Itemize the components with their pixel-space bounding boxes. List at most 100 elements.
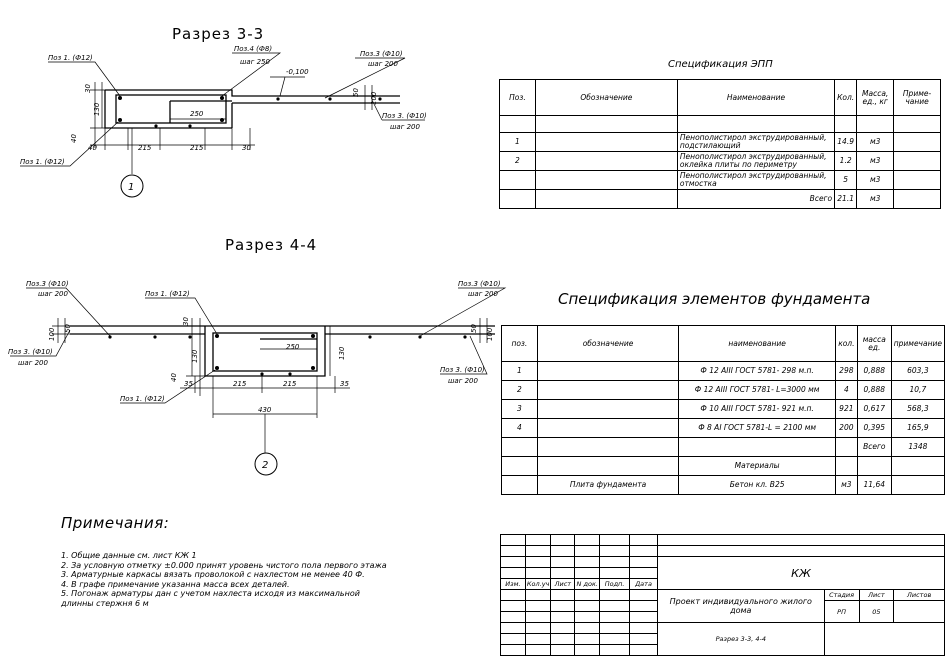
cell bbox=[890, 456, 945, 476]
cell bbox=[893, 151, 941, 171]
spec-epp-table: Поз. Обозначение Наименование Кол. Масса… bbox=[499, 79, 941, 209]
stamp-col: Кол.уч bbox=[524, 578, 552, 590]
label-poz3-right2-step: шаг 200 bbox=[448, 377, 479, 385]
cell bbox=[534, 170, 678, 190]
cell: Бетон кл. В25 bbox=[678, 475, 836, 495]
dim-130: 130 bbox=[93, 102, 101, 116]
cell bbox=[534, 132, 678, 152]
cell bbox=[499, 189, 536, 209]
dim-50-4-4: 50 bbox=[64, 324, 72, 333]
cell: 200 bbox=[834, 418, 858, 438]
callout-2: 2 bbox=[262, 460, 268, 471]
dim-100-4-4: 100 bbox=[48, 327, 56, 341]
cell: Ф 10 AIII ГОСТ 5781- 921 м.п. bbox=[678, 399, 836, 419]
spec-epp-empty-row bbox=[499, 115, 941, 133]
label-level: -0,100 bbox=[286, 68, 309, 76]
stamp-sheet-label: Лист bbox=[858, 589, 895, 601]
dim-250: 250 bbox=[190, 110, 204, 118]
cell bbox=[856, 456, 892, 476]
dim-30b: 30 bbox=[242, 144, 251, 152]
stamp-sheets-label: Листов bbox=[893, 589, 945, 601]
cell: Ф 12 AIII ГОСТ 5781- L=3000 мм bbox=[678, 380, 836, 400]
dim-130-right: 130 bbox=[338, 346, 346, 360]
stamp-drawing: Разрез 3-3, 4-4 bbox=[656, 622, 825, 656]
cell bbox=[536, 361, 680, 381]
cell bbox=[501, 475, 538, 495]
stamp-stage-label: Стадия bbox=[823, 589, 860, 601]
spec-found-title: Спецификация элементов фундамента bbox=[558, 290, 871, 308]
cell: 0,888 bbox=[856, 361, 892, 381]
rebar-dots-4-4 bbox=[108, 334, 467, 376]
spec-epp-h2: Наименование bbox=[676, 79, 836, 116]
dim-40-4-4: 40 bbox=[170, 373, 178, 382]
cell: Пенополистирол экструдированный, отмостк… bbox=[676, 170, 836, 190]
label-poz4: Поз.4 (Ф8) bbox=[234, 45, 272, 53]
table-row: 2 Пенополистирол экструдированный, оклей… bbox=[499, 151, 941, 171]
label-poz1-top-4-4: Поз 1. (Ф12) bbox=[145, 290, 190, 298]
cell bbox=[536, 418, 680, 438]
notes-list: 1. Общие данные см. лист КЖ 1 2. За усло… bbox=[61, 551, 387, 608]
cell: 165,9 bbox=[890, 418, 945, 438]
label-poz3-left2: Поз 3. (Ф10) bbox=[8, 348, 53, 356]
cell bbox=[890, 475, 945, 495]
spec-found-table: поз. обозначение наименование кол. масса… bbox=[501, 325, 945, 495]
cell: 3 bbox=[501, 399, 538, 419]
callout-2-circle bbox=[254, 452, 278, 476]
dim-215b: 215 bbox=[190, 144, 204, 152]
label-poz3-right2: Поз 3. (Ф10) bbox=[440, 366, 485, 374]
stamp-stage: РП bbox=[823, 600, 860, 623]
label-poz1-bottom-4-4: Поз 1. (Ф12) bbox=[120, 395, 165, 403]
note-line: длинны стержня 6 м bbox=[61, 598, 149, 608]
cell bbox=[501, 437, 538, 457]
stamp-col: N док. bbox=[574, 578, 601, 590]
cell bbox=[893, 132, 941, 152]
stamp-col: Лист bbox=[550, 578, 576, 590]
note-line: 5. Погонаж арматуры дан с учетом нахлест… bbox=[61, 589, 360, 598]
cell: Всего bbox=[676, 189, 836, 209]
dim-50: 50 bbox=[352, 88, 360, 97]
cell bbox=[834, 456, 858, 476]
cell bbox=[893, 189, 941, 209]
cell: 1.2 bbox=[834, 151, 858, 171]
spec-found-h2: наименование bbox=[678, 325, 836, 362]
dim-50-right: 50 bbox=[470, 324, 478, 333]
label-poz1-top: Поз 1. (Ф12) bbox=[48, 54, 93, 62]
dim-250-4-4: 250 bbox=[286, 343, 300, 351]
dim-100-right: 100 bbox=[486, 327, 494, 341]
dim-35a: 35 bbox=[184, 380, 193, 388]
slab-outline bbox=[104, 89, 400, 129]
cell bbox=[536, 456, 680, 476]
label-poz3-left-step: шаг 200 bbox=[38, 290, 69, 298]
label-poz3-left: Поз.3 (Ф10) bbox=[26, 280, 69, 288]
cell: 603,3 bbox=[890, 361, 945, 381]
cell bbox=[534, 189, 678, 209]
leader-lines bbox=[20, 52, 425, 174]
stamp-code: КЖ bbox=[656, 556, 945, 590]
table-row: Материалы bbox=[501, 456, 945, 476]
cell: м3 bbox=[856, 170, 895, 190]
cell: 1 bbox=[501, 361, 538, 381]
spec-found-h1: обозначение bbox=[536, 325, 680, 362]
dim-130-4-4: 130 bbox=[191, 349, 199, 363]
cell bbox=[536, 399, 680, 419]
note-line: 1. Общие данные см. лист КЖ 1 bbox=[61, 551, 197, 560]
label-poz3-right-step: шаг 200 bbox=[390, 123, 421, 131]
callout-1: 1 bbox=[128, 182, 134, 193]
dimension-lines bbox=[90, 82, 378, 150]
cell: 4 bbox=[834, 380, 858, 400]
cell: Материалы bbox=[678, 456, 836, 476]
label-poz3-top: Поз.3 (Ф10) bbox=[360, 50, 403, 58]
cell bbox=[536, 437, 680, 457]
spec-found-header-row: поз. обозначение наименование кол. масса… bbox=[501, 325, 945, 362]
spec-found-h3: кол. bbox=[834, 325, 858, 362]
spec-epp-h1: Обозначение bbox=[534, 79, 678, 116]
spec-epp-h3: Кол. bbox=[834, 79, 858, 116]
stamp-col: Дата bbox=[629, 578, 658, 590]
section-3-3-drawing: Разрез 3-3 bbox=[20, 25, 427, 198]
cell: 0,617 bbox=[856, 399, 892, 419]
stamp-col: Изм. bbox=[500, 578, 526, 590]
cell: Пенополистирол экструдированный, подстил… bbox=[676, 132, 836, 152]
